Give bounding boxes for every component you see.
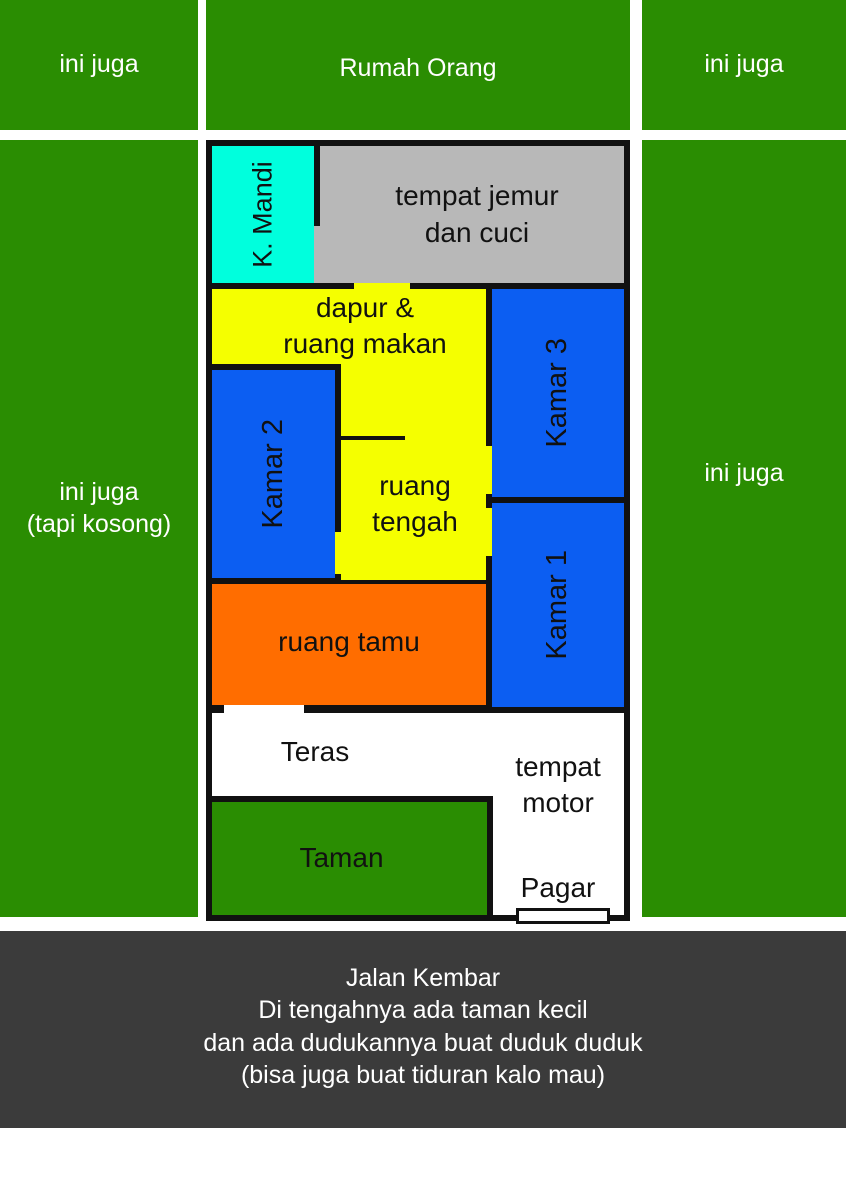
neighbor-label-top-center: Rumah Orang (339, 54, 497, 83)
room-bedroom-2: Kamar 2 (212, 370, 335, 578)
room-label-gate: Pagar (520, 872, 596, 903)
room-label-bedroom-2: Kamar 2 (256, 419, 289, 529)
room-kitchen (212, 289, 486, 364)
room-label-laundry: tempat jemur dan cuci (395, 180, 559, 248)
room-terrace (212, 713, 624, 796)
room-label-terrace: Teras (280, 736, 350, 767)
room-middle (341, 364, 486, 580)
room-label-garden: Taman (299, 842, 384, 874)
neighbor-lot-left: ini juga (tapi kosong) (0, 140, 198, 917)
kitchen-doorway (354, 283, 410, 289)
room-living: ruang tamu (212, 584, 486, 705)
neighbor-label-top-right: ini juga (704, 50, 784, 79)
room-motor-parking (493, 796, 624, 915)
bathroom-doorway (314, 226, 320, 283)
room-bedroom-1: Kamar 1 (492, 503, 624, 707)
room-label-motor-parking: tempat motor (515, 751, 601, 819)
neighbor-label-right: ini juga (704, 458, 784, 487)
bedroom-2-doorway (335, 532, 341, 574)
neighbor-label-top-left: ini juga (59, 50, 139, 79)
room-label-kitchen: dapur & ruang makan (283, 292, 447, 360)
room-label-bedroom-3: Kamar 3 (541, 338, 574, 448)
interior-partition (341, 436, 405, 440)
room-garden: Taman (212, 802, 487, 915)
room-laundry: tempat jemur dan cuci (320, 146, 624, 283)
front-door (224, 705, 304, 713)
room-bedroom-3: Kamar 3 (492, 289, 624, 497)
neighbor-lot-top-center: Rumah Orang (206, 0, 630, 130)
room-label-middle-room: ruang tengah (372, 470, 458, 538)
room-label-bedroom-1: Kamar 1 (541, 550, 574, 660)
room-label-living-room: ruang tamu (278, 626, 420, 658)
room-bathroom: K. Mandi (212, 146, 314, 283)
gate (516, 908, 610, 924)
neighbor-lot-right: ini juga (642, 140, 846, 917)
road: Jalan Kembar Di tengahnya ada taman keci… (0, 931, 846, 1128)
road-label: Jalan Kembar Di tengahnya ada taman keci… (203, 963, 643, 1090)
neighbor-label-left: ini juga (tapi kosong) (26, 478, 172, 538)
room-label-bathroom: K. Mandi (247, 161, 278, 268)
bedroom-1-doorway (486, 508, 492, 556)
bedroom-3-doorway (486, 446, 492, 494)
neighbor-lot-top-left: ini juga (0, 0, 198, 130)
neighbor-lot-top-right: ini juga (642, 0, 846, 130)
